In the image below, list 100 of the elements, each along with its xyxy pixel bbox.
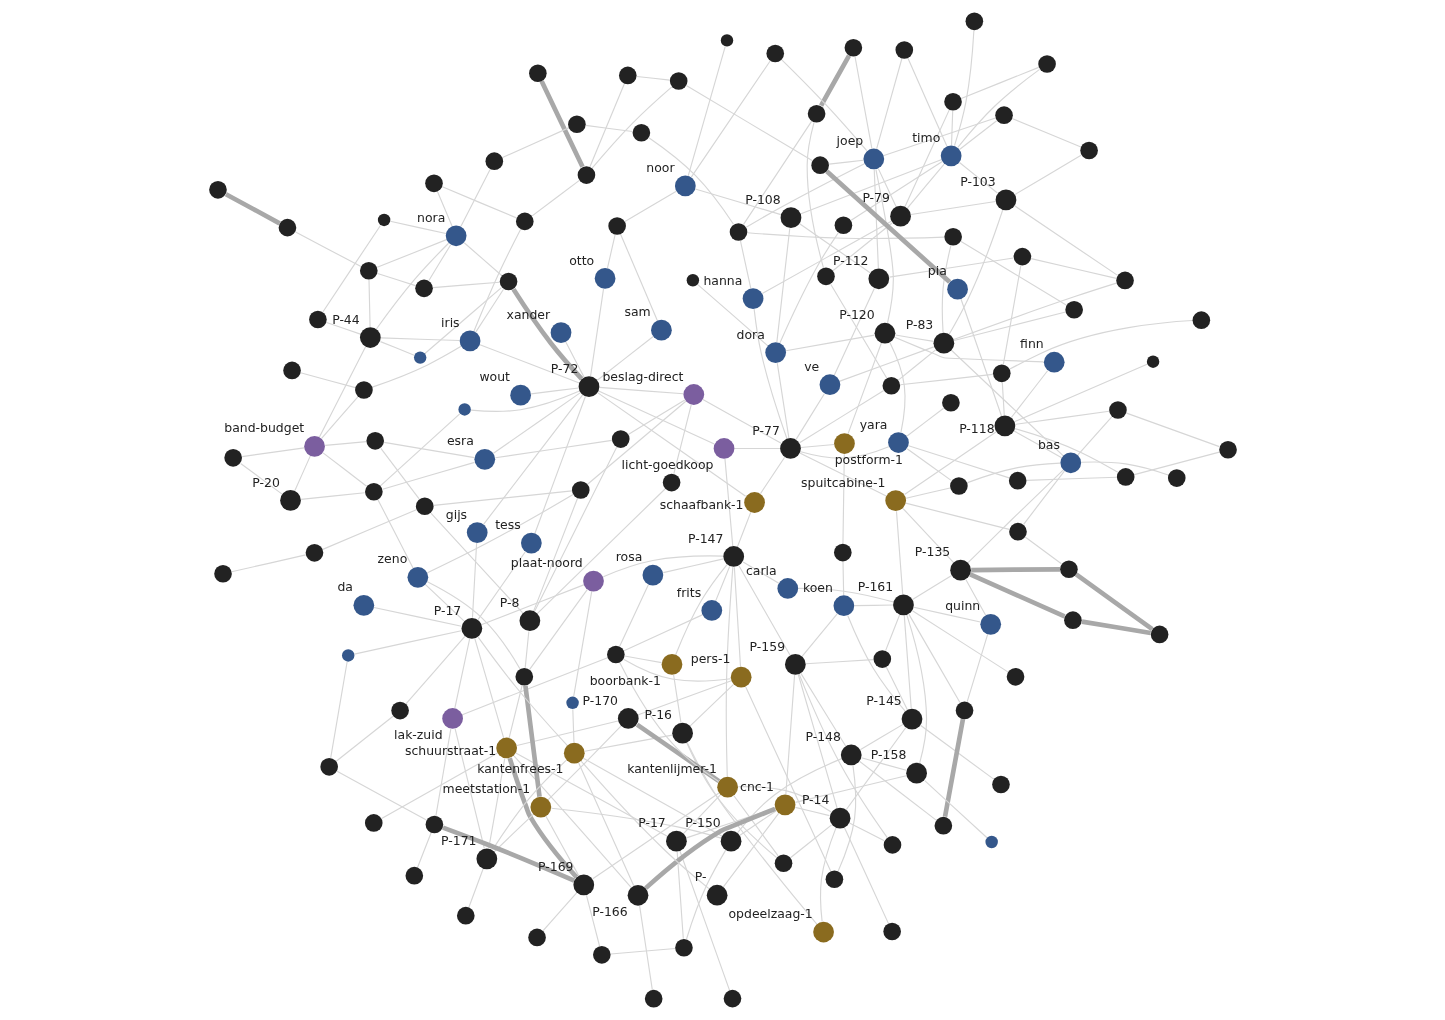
connector <box>469 390 580 412</box>
node-circle <box>1037 55 1056 73</box>
node-circle <box>632 123 650 142</box>
connector <box>482 394 583 525</box>
node-label: P-169 <box>537 858 573 874</box>
node-label: xander <box>506 306 550 322</box>
connector <box>950 110 953 146</box>
node-circle <box>456 906 475 925</box>
node-circle <box>475 848 497 870</box>
node-circle <box>461 618 482 639</box>
node-circle <box>840 744 862 766</box>
node-label: tess <box>494 517 521 533</box>
node-circle <box>729 223 747 241</box>
node-label: P-83 <box>905 317 933 333</box>
node-circle <box>485 152 503 170</box>
connector <box>746 232 945 240</box>
node-circle <box>414 279 433 298</box>
node-circle <box>359 327 381 348</box>
node-circle <box>644 989 662 1008</box>
node-circle <box>730 666 752 688</box>
connector <box>511 288 583 381</box>
node-label: ve <box>803 358 819 374</box>
node-label: P-171 <box>440 832 477 848</box>
node-label: P-147 <box>687 530 723 546</box>
node-circle <box>441 708 463 729</box>
node-label: meetstation-1 <box>442 781 530 797</box>
connector <box>230 554 306 573</box>
node-label: P-14 <box>801 792 829 808</box>
node-circle <box>365 432 384 450</box>
connector <box>873 168 879 269</box>
connector <box>696 284 768 347</box>
connector <box>784 674 795 795</box>
connector <box>662 558 724 574</box>
connector <box>577 762 634 887</box>
connector <box>685 85 813 162</box>
node-label: P- <box>694 869 706 885</box>
connector <box>376 239 447 268</box>
connector <box>672 674 682 724</box>
connector <box>436 190 453 227</box>
node-circle <box>955 701 973 720</box>
connector <box>888 342 906 433</box>
node-circle <box>1043 351 1065 373</box>
node-circle <box>1006 668 1024 686</box>
node-circle <box>572 874 594 896</box>
node-circle <box>894 41 913 59</box>
connector <box>514 752 668 837</box>
connector <box>952 282 1117 341</box>
connector <box>761 220 892 294</box>
connector <box>598 386 684 395</box>
connector <box>919 724 994 780</box>
connector <box>874 168 894 324</box>
node-circle <box>514 667 533 686</box>
node-circle <box>519 610 540 632</box>
connector <box>804 659 874 665</box>
node-label: noor <box>645 160 675 176</box>
connector <box>441 825 575 883</box>
node-circle <box>425 815 443 834</box>
connector <box>733 566 741 668</box>
node-circle <box>883 836 901 854</box>
connector <box>602 555 724 578</box>
node-label: nora <box>416 209 445 225</box>
node-circle <box>780 207 801 229</box>
connector <box>687 46 726 177</box>
connector <box>1074 572 1154 631</box>
connector <box>381 461 475 490</box>
connector <box>875 57 902 150</box>
connector <box>596 392 746 497</box>
node-circle <box>765 44 784 63</box>
connector <box>953 29 974 147</box>
connector <box>1013 205 1118 276</box>
connector <box>459 168 491 227</box>
connector <box>1081 619 1151 636</box>
node-circle <box>992 364 1011 383</box>
connector <box>596 335 654 381</box>
connector <box>819 827 837 923</box>
node-circle <box>611 430 630 448</box>
node-circle <box>407 566 428 588</box>
connector <box>888 257 1014 278</box>
connector <box>491 759 567 851</box>
node-circle <box>661 654 682 675</box>
connector <box>380 752 498 820</box>
connector <box>585 894 600 947</box>
node-circle <box>807 104 825 123</box>
connector <box>508 684 523 739</box>
node-circle <box>819 374 840 396</box>
connector <box>501 127 569 159</box>
node-circle <box>642 564 663 586</box>
node-circle <box>810 156 829 174</box>
connector <box>1013 363 1148 423</box>
node-circle <box>716 776 738 798</box>
connector <box>335 715 394 762</box>
node-label: frits <box>676 584 701 600</box>
node-label: zeno <box>377 551 407 567</box>
connector <box>224 192 281 226</box>
connector <box>733 447 781 450</box>
node-circle <box>674 938 693 957</box>
node-circle <box>743 492 765 513</box>
connector <box>471 542 477 619</box>
node-circle <box>413 351 426 364</box>
connector <box>824 169 951 284</box>
